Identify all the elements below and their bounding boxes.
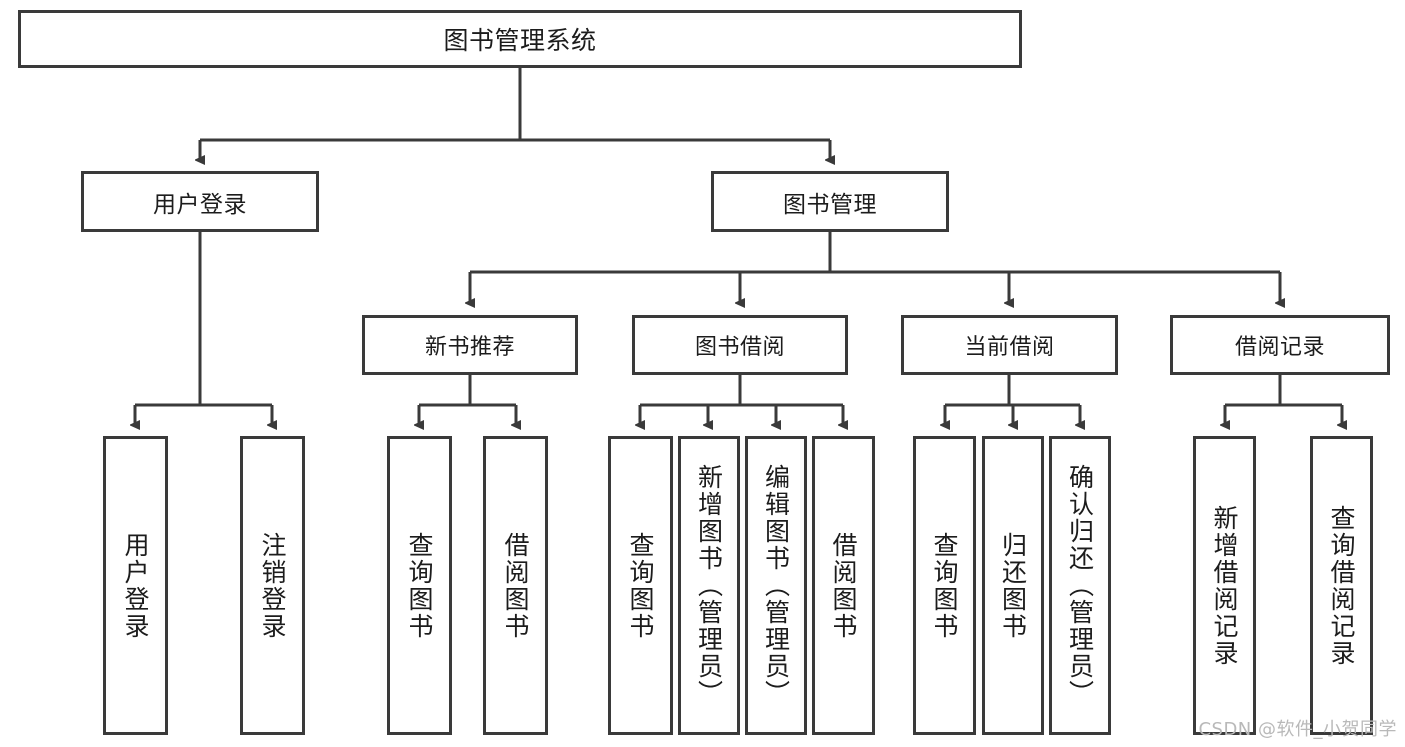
node-book-management[interactable]: 图书管理 [711, 171, 949, 232]
node-current-borrowing[interactable]: 当前借阅 [901, 315, 1118, 375]
node-label: 借阅记录 [1234, 335, 1325, 360]
node-label: 当前借阅 [964, 335, 1055, 360]
leaf-logout[interactable]: 注销登录 [240, 436, 305, 735]
leaf-confirm-return-admin[interactable]: 确认归还（管理员） [1049, 436, 1111, 735]
leaf-label: 借阅图书 [829, 531, 858, 640]
node-new-book-recommendation[interactable]: 新书推荐 [362, 315, 578, 375]
node-book-borrowing[interactable]: 图书借阅 [632, 315, 848, 375]
node-label: 新书推荐 [424, 335, 515, 360]
leaf-label: 用户登录 [121, 531, 150, 640]
leaf-label: 新增图书（管理员） [694, 464, 724, 707]
leaf-add-borrow-record[interactable]: 新增借阅记录 [1193, 436, 1256, 735]
csdn-watermark: CSDN @软件_小贺同学 [1198, 719, 1397, 740]
leaf-label: 注销登录 [258, 531, 287, 640]
leaf-label: 新增借阅记录 [1210, 504, 1239, 667]
node-user-login[interactable]: 用户登录 [81, 171, 319, 232]
leaf-query-book-current[interactable]: 查询图书 [913, 436, 976, 735]
node-label: 图书借阅 [694, 335, 785, 360]
leaf-borrow-book[interactable]: 借阅图书 [812, 436, 875, 735]
node-book-management-system[interactable]: 图书管理系统 [18, 10, 1022, 68]
node-label: 图书管理 [783, 191, 877, 218]
leaf-label: 查询图书 [930, 531, 959, 640]
node-label: 用户登录 [153, 191, 247, 218]
leaf-query-borrow-record[interactable]: 查询借阅记录 [1310, 436, 1373, 735]
leaf-user-login[interactable]: 用户登录 [103, 436, 168, 735]
leaf-label: 确认归还（管理员） [1065, 464, 1095, 707]
leaf-label: 查询借阅记录 [1327, 504, 1356, 667]
leaf-return-book[interactable]: 归还图书 [982, 436, 1044, 735]
node-label: 图书管理系统 [443, 26, 597, 55]
leaf-label: 查询图书 [405, 531, 434, 640]
leaf-label: 借阅图书 [501, 531, 530, 640]
leaf-borrow-book-rec[interactable]: 借阅图书 [483, 436, 548, 735]
leaf-label: 编辑图书（管理员） [761, 464, 791, 707]
leaf-query-book-rec[interactable]: 查询图书 [387, 436, 452, 735]
node-borrowing-record[interactable]: 借阅记录 [1170, 315, 1390, 375]
leaf-label: 归还图书 [998, 531, 1028, 640]
leaf-label: 查询图书 [626, 531, 655, 640]
leaf-query-book-borrow[interactable]: 查询图书 [608, 436, 673, 735]
leaf-edit-book-admin[interactable]: 编辑图书（管理员） [745, 436, 807, 735]
leaf-add-book-admin[interactable]: 新增图书（管理员） [678, 436, 740, 735]
